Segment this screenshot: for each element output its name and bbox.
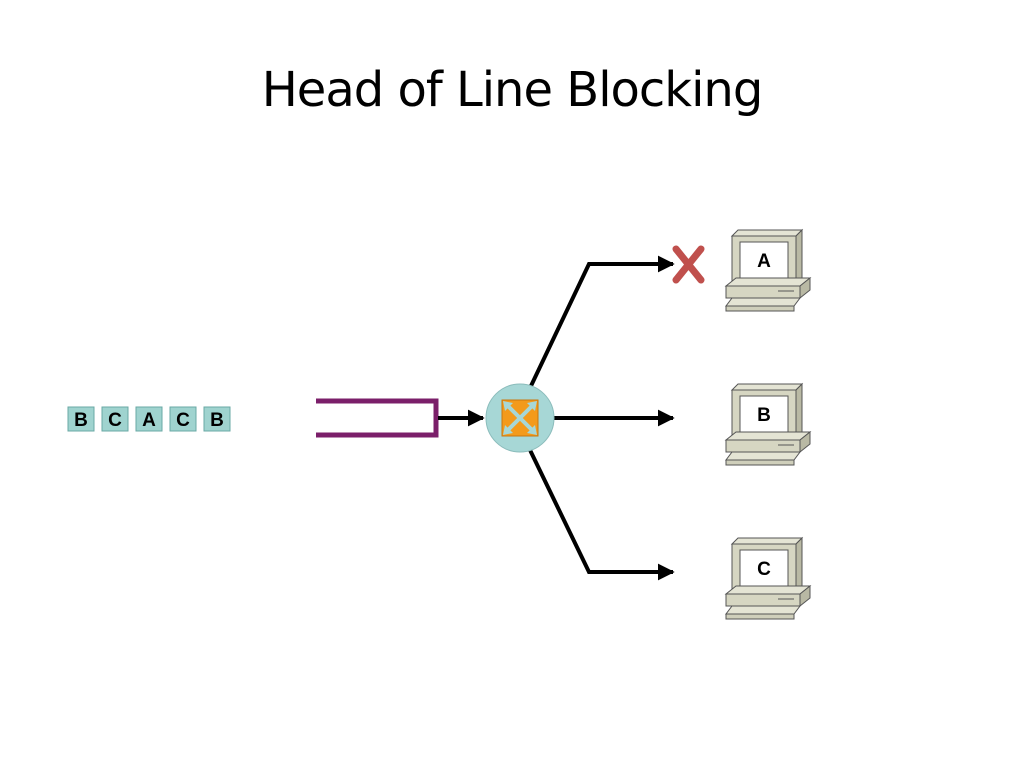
packet-label: A [142, 410, 156, 431]
x-mark-icon [672, 245, 705, 284]
link-to-host-c [528, 449, 675, 581]
packet: C [169, 406, 197, 432]
input-buffer [316, 398, 439, 438]
packet-queue: B C A C B [67, 406, 231, 432]
switch-crossbar-icon [501, 399, 539, 437]
packet: A [135, 406, 163, 432]
host-b: B [725, 383, 811, 466]
host-label: A [757, 251, 771, 272]
packet-label: C [176, 410, 190, 431]
packet: C [101, 406, 129, 432]
packet-label: B [210, 410, 224, 431]
link-to-host-a [528, 255, 675, 389]
host-label: C [757, 559, 771, 580]
slide-title: Head of Line Blocking [261, 62, 764, 118]
packet: B [203, 406, 231, 432]
host-label: B [757, 405, 771, 426]
switch [485, 383, 555, 453]
packet-label: C [108, 410, 122, 431]
packet-label: B [74, 410, 88, 431]
host-c: C [725, 537, 811, 620]
host-a: A [725, 229, 811, 312]
packet: B [67, 406, 95, 432]
